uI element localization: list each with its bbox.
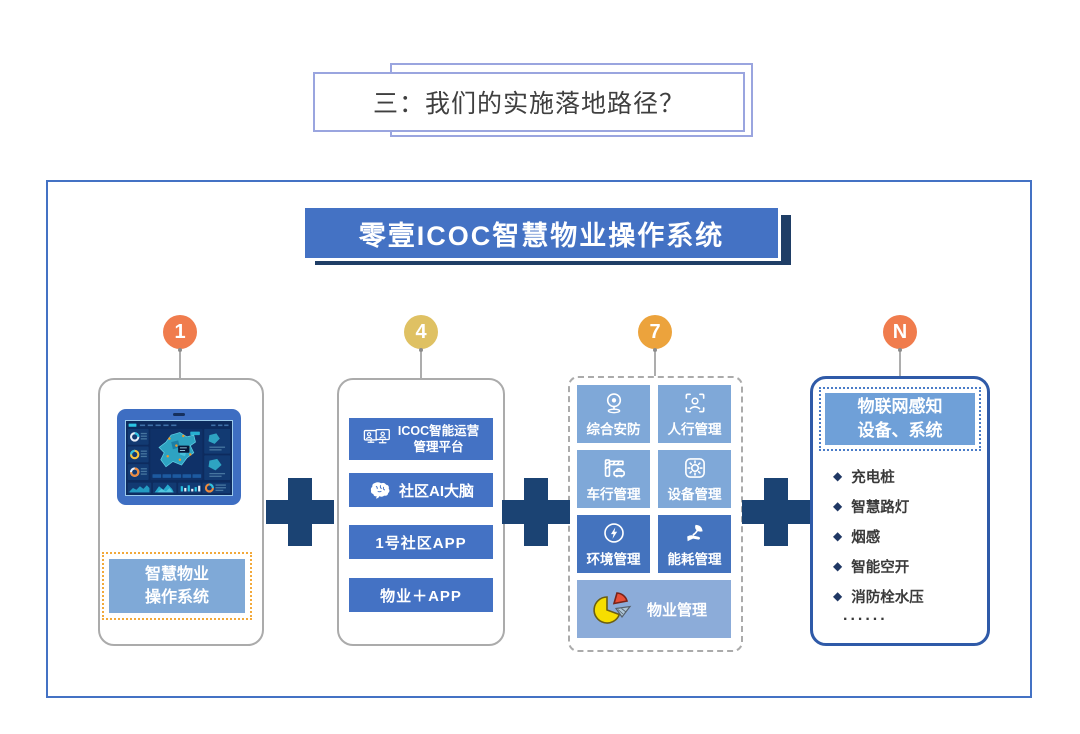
iot-header-box: 物联网感知 设备、系统 <box>819 387 981 451</box>
card-platform-apps: ICOC智能运营 管理平台 社区AI大脑 1号社区APP 物业＋APP <box>337 378 505 646</box>
tile-pedestrian: 人行管理 <box>658 385 731 443</box>
plus-icon <box>266 478 334 546</box>
plus-icon <box>502 478 570 546</box>
banner: 零壹ICOC智慧物业操作系统 <box>305 208 781 261</box>
diamond-bullet-icon: ◆ <box>833 529 843 543</box>
badge-4: 4 <box>404 315 438 349</box>
smart-property-label: 智慧物业 操作系统 <box>109 559 245 613</box>
bolt-icon <box>601 515 627 548</box>
barrier-icon <box>601 450 627 483</box>
tile-vehicle: 车行管理 <box>577 450 650 508</box>
button-label: 社区AI大脑 <box>398 482 474 500</box>
button-label: 物业＋APP <box>380 587 462 605</box>
tile-security: 综合安防 <box>577 385 650 443</box>
smart-property-label-box: 智慧物业 操作系统 <box>102 552 252 620</box>
plus-icon <box>742 478 810 546</box>
tablet-frame <box>117 409 241 505</box>
tile-energy: 能耗管理 <box>658 515 731 573</box>
tile-equipment: 设备管理 <box>658 450 731 508</box>
property-plus-app-button: 物业＋APP <box>349 578 493 612</box>
ellipsis-more: ...... <box>843 607 888 624</box>
icoc-platform-button: ICOC智能运营 管理平台 <box>349 418 493 460</box>
community-ai-brain-button: 社区AI大脑 <box>349 473 493 507</box>
camera-icon <box>601 385 627 418</box>
card-management-modules: 综合安防 人行管理 <box>568 376 743 652</box>
connector-line <box>653 348 657 382</box>
iot-device-list: ◆ 充电桩 ◆ 智慧路灯 ◆ 烟感 ◆ 智能空开 ◆ 消防栓水压 <box>833 461 981 611</box>
brain-icon <box>370 482 390 499</box>
card-iot-devices: 物联网感知 设备、系统 ◆ 充电桩 ◆ 智慧路灯 ◆ 烟感 ◆ 智能空开 ◆ <box>810 376 990 646</box>
badge-1: 1 <box>163 315 197 349</box>
title-frame: 三：我们的实施落地路径？ <box>313 72 745 132</box>
page-title: 三：我们的实施落地路径？ <box>372 90 685 118</box>
gear-icon <box>682 450 708 483</box>
card-operating-system: 智慧物业 操作系统 <box>98 378 264 646</box>
iot-header: 物联网感知 设备、系统 <box>825 393 975 445</box>
button-label-line2: 管理平台 <box>413 440 464 454</box>
diamond-bullet-icon: ◆ <box>833 589 843 603</box>
tablet-camera-notch <box>173 413 185 416</box>
pie-chart-icon <box>593 592 632 624</box>
iot-header-line1: 物联网感知 <box>857 397 943 417</box>
community-app-button: 1号社区APP <box>349 525 493 559</box>
list-item: ◆ 烟感 <box>833 529 881 546</box>
connector-line <box>178 348 182 382</box>
face-scan-icon <box>682 385 708 418</box>
list-item: ◆ 智能空开 <box>833 559 910 576</box>
leaf-hand-icon <box>682 515 708 548</box>
label-line1: 智慧物业 <box>144 565 209 583</box>
list-item: ◆ 充电桩 <box>833 469 895 486</box>
tile-property-management: 物业管理 <box>577 580 731 638</box>
label-line2: 操作系统 <box>144 589 209 606</box>
list-item: ◆ 消防栓水压 <box>833 589 924 606</box>
diamond-bullet-icon: ◆ <box>833 499 843 513</box>
button-label-line1: ICOC智能运营 <box>397 423 480 438</box>
badge-n: N <box>883 315 917 349</box>
dual-monitor-icon <box>363 428 390 444</box>
connector-line <box>898 348 902 382</box>
diamond-bullet-icon: ◆ <box>833 469 843 483</box>
list-item: ◆ 智慧路灯 <box>833 499 910 516</box>
connector-line <box>419 348 423 382</box>
button-label: 1号社区APP <box>375 534 467 552</box>
tile-environment: 环境管理 <box>577 515 650 573</box>
banner-title: 零壹ICOC智慧物业操作系统 <box>358 220 725 251</box>
dashboard-screenshot <box>125 420 233 496</box>
badge-7: 7 <box>638 315 672 349</box>
iot-header-line2: 设备、系统 <box>857 421 943 440</box>
diamond-bullet-icon: ◆ <box>833 559 843 573</box>
